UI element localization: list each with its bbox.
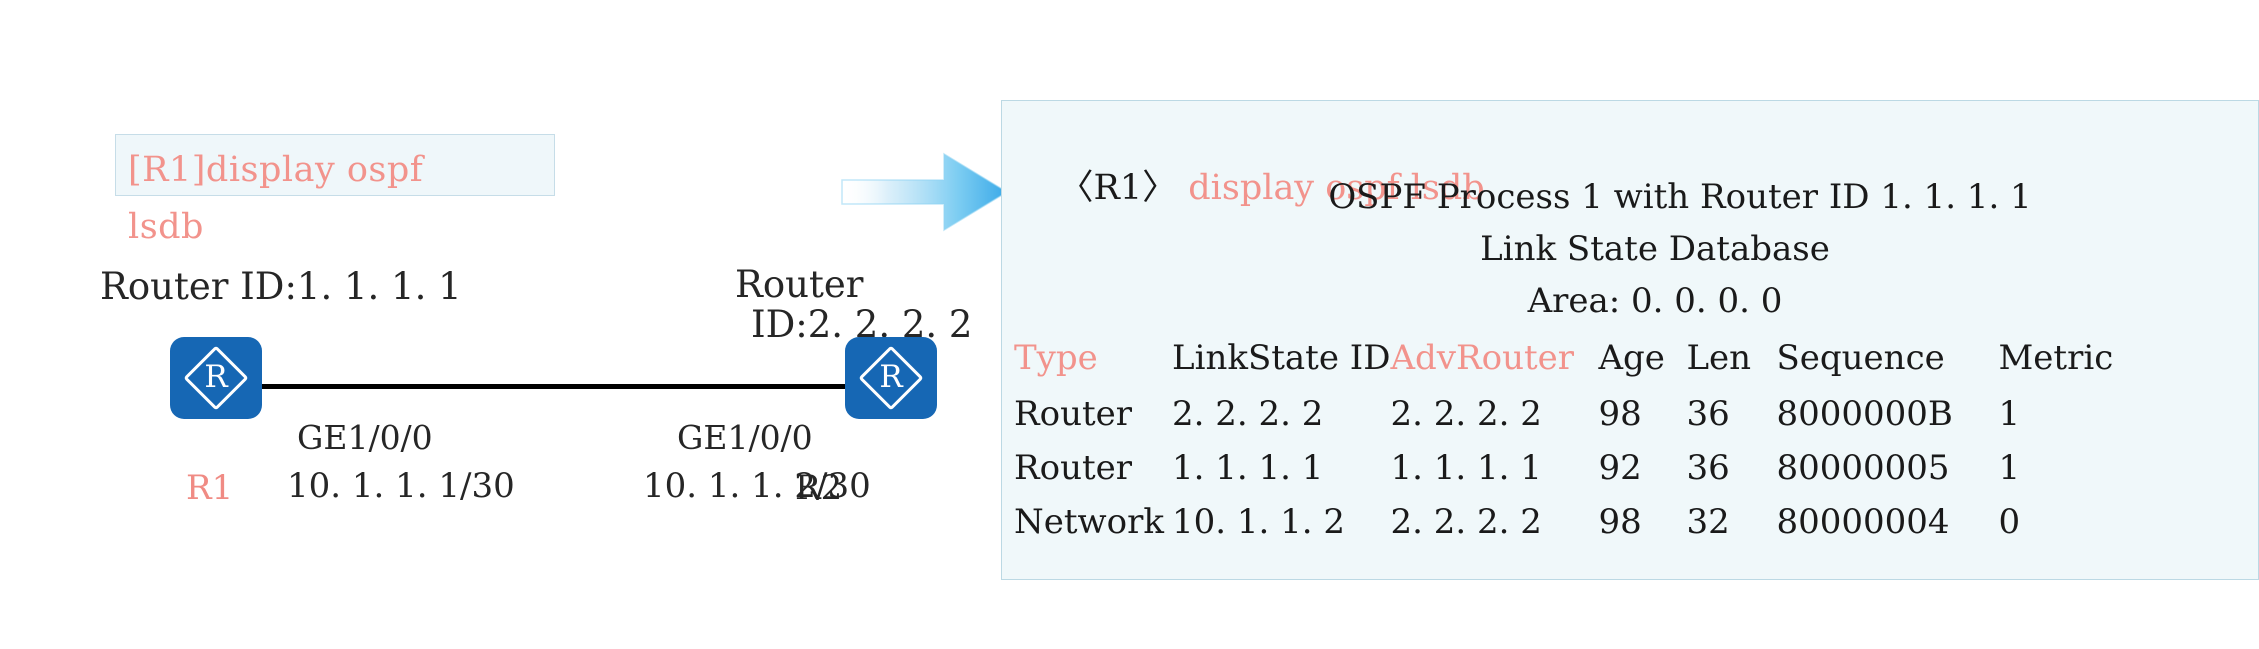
cell-age: 98: [1598, 394, 1642, 434]
cell-len: 36: [1686, 394, 1730, 434]
cell-type: Router: [1014, 448, 1133, 488]
cli-prompt-line: 〈R1〉 display ospf lsdb: [1014, 119, 1485, 250]
router-name-label-r1: R1: [186, 468, 234, 508]
cell-len: 32: [1686, 502, 1730, 542]
cli-prompt-command: display ospf lsdb: [1188, 168, 1485, 208]
cell-advrouter: 1. 1. 1. 1: [1390, 448, 1542, 488]
column-header-linkstate-id: LinkState ID: [1172, 338, 1391, 378]
cell-age: 92: [1598, 448, 1642, 488]
cell-linkstate-id: 1. 1. 1. 1: [1172, 448, 1324, 488]
router-icon-r1[interactable]: R: [170, 337, 262, 419]
lsdb-table: Type LinkState ID AdvRouter Age Len Sequ…: [1014, 338, 2258, 556]
cell-metric: 1: [1998, 394, 2021, 434]
link-state-database-header: Link State Database: [1480, 229, 1830, 269]
ospf-process-header: OSPF Process 1 with Router ID 1. 1. 1. 1: [1328, 177, 2032, 217]
column-header-metric: Metric: [1998, 338, 2114, 378]
router-icon-r2[interactable]: R: [845, 337, 937, 419]
cell-metric: 0: [1998, 502, 2021, 542]
column-header-age: Age: [1598, 338, 1665, 378]
table-row: Router 2. 2. 2. 2 2. 2. 2. 2 98 36 80000…: [1014, 394, 2258, 448]
command-callout-line-2: lsdb: [128, 207, 204, 247]
left-router-id-label: Router ID:1. 1. 1. 1: [100, 265, 462, 308]
cell-len: 36: [1686, 448, 1730, 488]
column-header-advrouter: AdvRouter: [1390, 338, 1574, 378]
cell-linkstate-id: 2. 2. 2. 2: [1172, 394, 1324, 434]
cell-age: 98: [1598, 502, 1642, 542]
command-callout-box: [115, 134, 555, 196]
cell-sequence: 80000004: [1776, 502, 1950, 542]
router-name-label-r2: R2: [795, 468, 843, 508]
router-glyph-letter: R: [879, 359, 903, 395]
ethernet-link-line: [258, 384, 850, 389]
left-interface-name-label: GE1/0/0: [297, 418, 433, 457]
right-interface-address-label: 10. 1. 1. 2/30: [643, 466, 871, 506]
cell-linkstate-id: 10. 1. 1. 2: [1172, 502, 1346, 542]
router-glyph-letter: R: [204, 359, 228, 395]
cli-prompt-tag: 〈R1〉: [1058, 168, 1178, 208]
table-row: Network 10. 1. 1. 2 2. 2. 2. 2 98 32 800…: [1014, 502, 2258, 556]
table-row: Router 1. 1. 1. 1 1. 1. 1. 1 92 36 80000…: [1014, 448, 2258, 502]
table-header-row: Type LinkState ID AdvRouter Age Len Sequ…: [1014, 338, 2258, 394]
column-header-type: Type: [1014, 338, 1098, 378]
cell-sequence: 8000000B: [1776, 394, 1953, 434]
cli-output-panel: 〈R1〉 display ospf lsdb OSPF Process 1 wi…: [1001, 100, 2259, 580]
cell-type: Router: [1014, 394, 1133, 434]
right-arrow-icon: [841, 152, 1009, 232]
area-header: Area: 0. 0. 0. 0: [1527, 281, 1783, 321]
command-callout-line-1: [R1]display ospf: [128, 150, 424, 190]
right-interface-name-label: GE1/0/0: [677, 418, 813, 457]
cell-type: Network: [1014, 502, 1164, 542]
right-router-id-label: Router ID:2. 2. 2. 2: [735, 263, 972, 345]
column-header-sequence: Sequence: [1776, 338, 1945, 378]
cell-sequence: 80000005: [1776, 448, 1950, 488]
column-header-len: Len: [1686, 338, 1752, 378]
cell-metric: 1: [1998, 448, 2021, 488]
right-router-id-line-1: Router: [735, 263, 864, 306]
left-interface-address-label: 10. 1. 1. 1/30: [287, 466, 515, 506]
cell-advrouter: 2. 2. 2. 2: [1390, 502, 1542, 542]
network-topology-diagram: [R1]display ospf lsdb Router ID:1. 1. 1.…: [0, 0, 1009, 649]
cell-advrouter: 2. 2. 2. 2: [1390, 394, 1542, 434]
